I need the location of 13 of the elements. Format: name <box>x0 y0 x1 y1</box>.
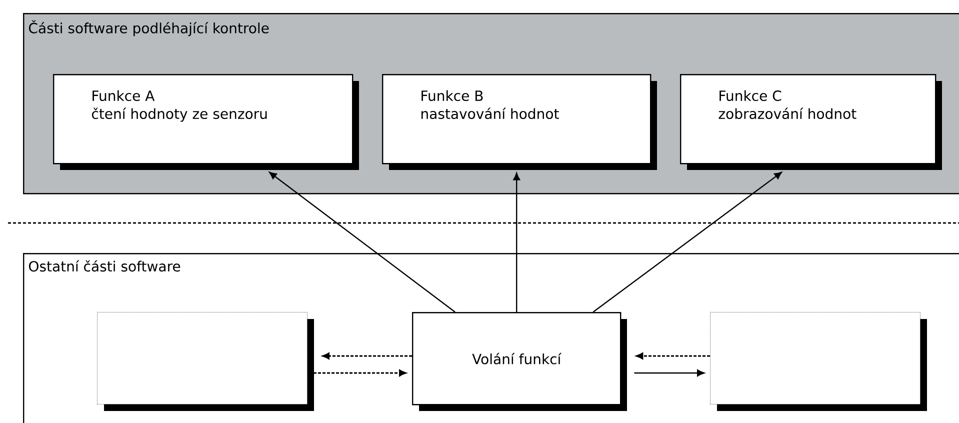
arrow <box>513 172 520 312</box>
arrow <box>636 352 710 360</box>
process-box: Volání funkcí <box>412 312 627 411</box>
arrow <box>592 172 782 312</box>
function-box: Funkce B nastavování hodnot <box>382 74 657 170</box>
empty-box <box>710 312 927 411</box>
function-box: Funkce C zobrazování hodnot <box>680 74 942 170</box>
arrow <box>634 370 704 376</box>
arrow <box>269 172 456 312</box>
arrow <box>322 352 412 360</box>
arrow <box>314 370 406 376</box>
function-box: Funkce A čtení hodnoty ze senzoru <box>53 74 359 170</box>
empty-box <box>97 312 314 411</box>
